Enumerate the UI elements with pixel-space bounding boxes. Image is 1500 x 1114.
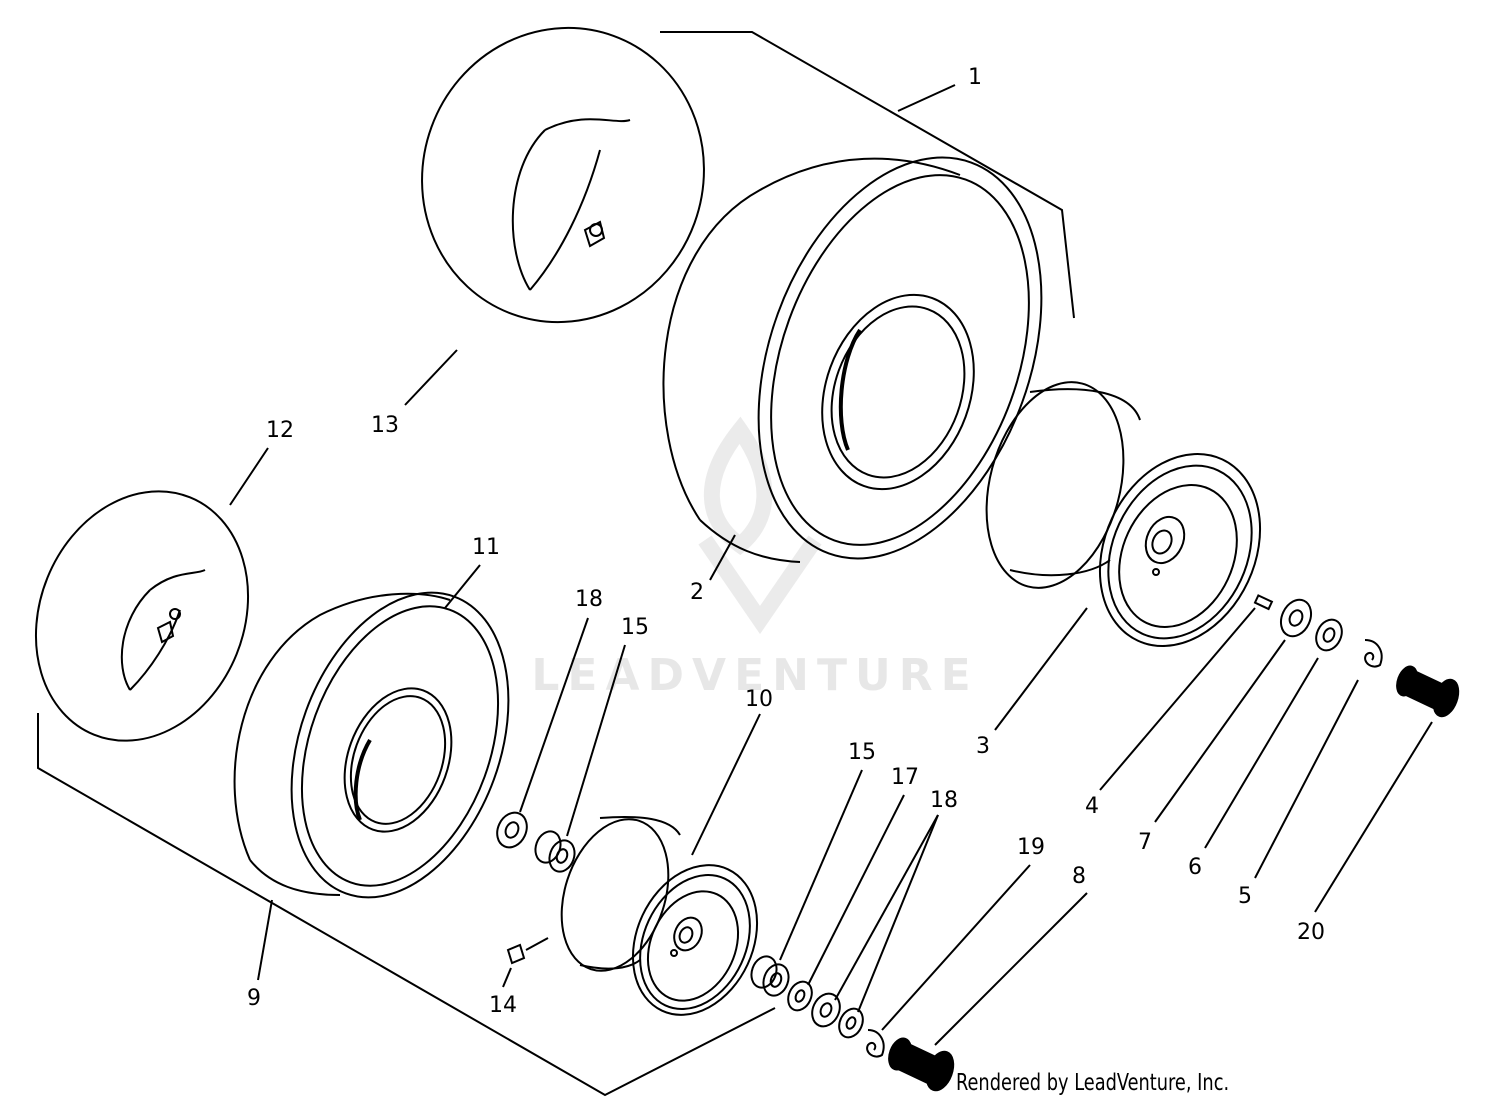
callout-9: 9 [247,986,261,1011]
callout-18-right: 18 [930,788,958,813]
watermark-text: LEADVENTURE [531,650,979,701]
watermark-logo [698,416,822,635]
inner-tube-small [34,490,250,742]
callout-1: 1 [968,65,982,90]
inner-tube-large [421,26,705,324]
key-part-4 [1253,594,1274,611]
washer-17 [787,980,813,1012]
rim-small [560,815,759,1016]
grease-fitting-14 [506,937,549,965]
washer-6 [1315,618,1343,652]
callout-labels: 1 2 3 4 5 6 7 8 9 10 11 12 13 14 15 15 1… [247,65,1325,1018]
leader-lines [229,84,1433,1046]
callout-17: 17 [891,765,919,790]
credit-text: Rendered by LeadVenture, Inc. [956,1070,1230,1096]
callout-11: 11 [472,535,500,560]
callout-10: 10 [745,687,773,712]
callout-15-small: 15 [621,615,649,640]
tire-small [233,591,510,899]
callout-15-right: 15 [848,740,876,765]
tire-large [662,156,1043,563]
callout-14: 14 [489,993,517,1018]
callout-2: 2 [690,580,704,605]
clip-19 [866,1029,885,1058]
bushing-15-small [534,830,576,873]
callout-20: 20 [1297,920,1325,945]
callout-13: 13 [371,413,399,438]
clip-5 [1364,639,1383,668]
callout-3: 3 [976,734,990,759]
cap-20 [1396,665,1460,718]
callout-18-small: 18 [575,587,603,612]
callout-12: 12 [266,418,294,443]
callout-4: 4 [1085,794,1099,819]
bushing-15-right [750,955,790,997]
callout-6: 6 [1188,855,1202,880]
washer-18-right-a [811,992,841,1028]
callout-8: 8 [1072,864,1086,889]
bracket-1 [660,31,1075,319]
washer-7 [1279,598,1313,638]
callout-5: 5 [1238,884,1252,909]
washer-18-right-b [838,1007,864,1039]
callout-19: 19 [1017,835,1045,860]
callout-7: 7 [1138,830,1152,855]
rim-large [985,381,1262,648]
cap-8 [888,1037,955,1092]
bracket-9 [37,713,776,1097]
washer-18-small [496,811,528,849]
